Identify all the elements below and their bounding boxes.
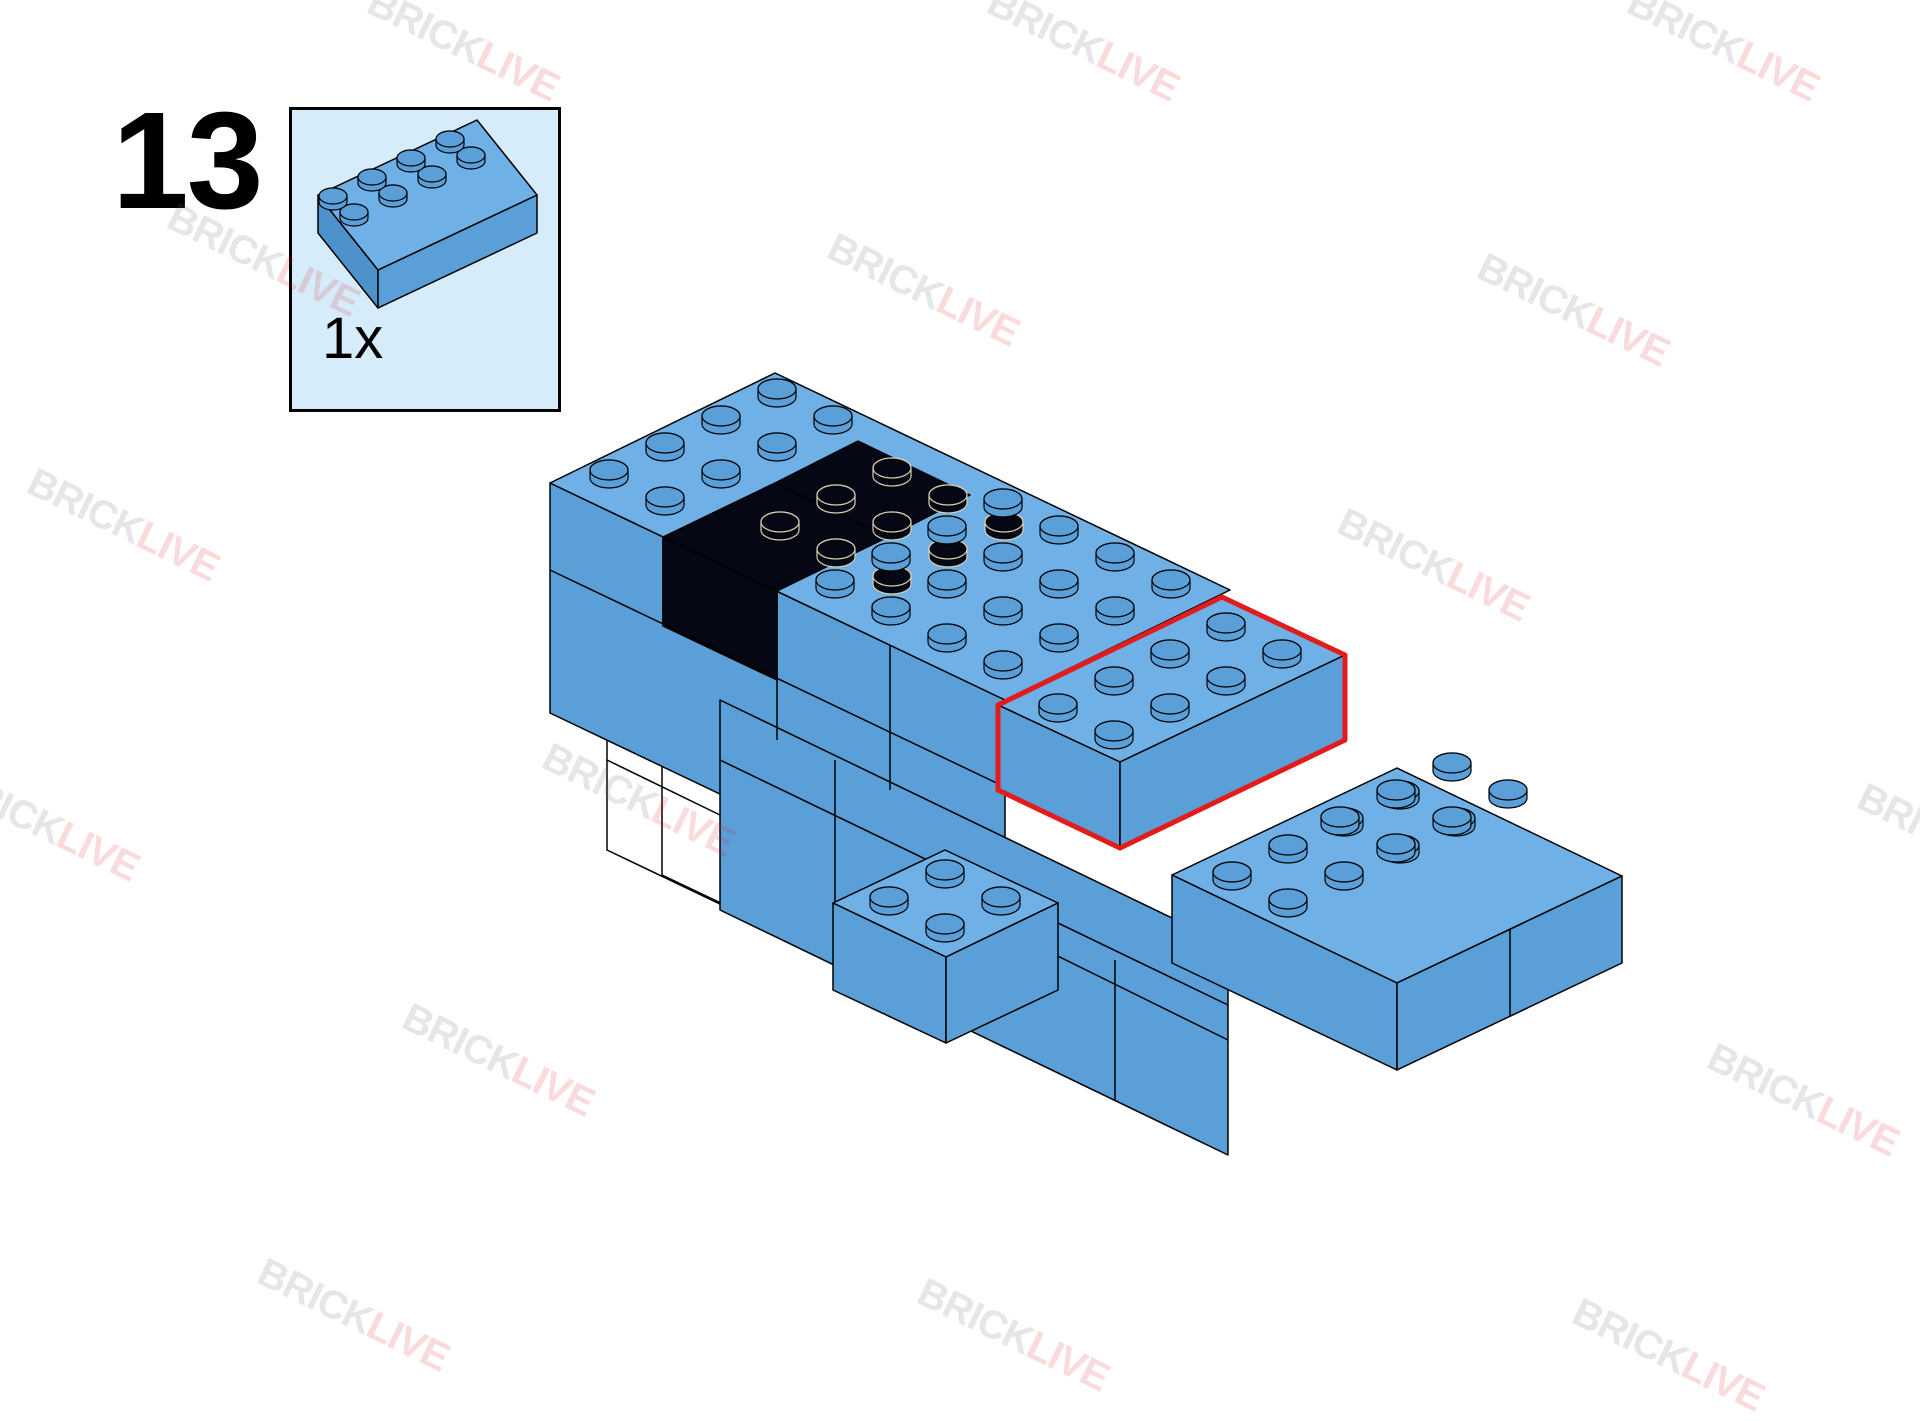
- stud: [816, 484, 856, 514]
- stud: [757, 378, 797, 408]
- stud: [927, 515, 967, 545]
- stud: [435, 130, 465, 154]
- stud: [1206, 612, 1246, 642]
- stud: [1376, 779, 1416, 809]
- stud: [1095, 596, 1135, 626]
- stud: [869, 886, 909, 916]
- stud: [757, 432, 797, 462]
- stud: [872, 565, 912, 595]
- stud: [378, 184, 408, 208]
- stud: [1150, 639, 1190, 669]
- stud: [1212, 861, 1252, 891]
- stud: [1150, 693, 1190, 723]
- stud: [645, 432, 685, 462]
- parts-callout: 1x: [289, 107, 561, 412]
- stud: [815, 569, 855, 599]
- stud: [981, 886, 1021, 916]
- part-2x4-brick-icon: [317, 119, 538, 309]
- stud: [983, 596, 1023, 626]
- small-brick-side: [945, 902, 1059, 1044]
- stud: [1432, 752, 1472, 782]
- stud: [872, 457, 912, 487]
- stud: [701, 405, 741, 435]
- stud: [927, 569, 967, 599]
- stud: [1038, 693, 1078, 723]
- stud: [1324, 861, 1364, 891]
- stud: [928, 484, 968, 514]
- stud: [1432, 806, 1472, 836]
- stud: [1262, 639, 1302, 669]
- stud: [1095, 542, 1135, 572]
- stud: [339, 203, 369, 227]
- stud: [816, 538, 856, 568]
- stud: [645, 486, 685, 516]
- stud: [1094, 720, 1134, 750]
- stud: [983, 488, 1023, 518]
- stud: [1039, 569, 1079, 599]
- stud: [983, 650, 1023, 680]
- stud: [871, 542, 911, 572]
- stud: [1151, 569, 1191, 599]
- stud: [871, 596, 911, 626]
- stud: [357, 168, 387, 192]
- stud: [925, 913, 965, 943]
- stud: [928, 538, 968, 568]
- stud: [1268, 888, 1308, 918]
- stud: [417, 165, 447, 189]
- stud: [927, 623, 967, 653]
- stud: [318, 187, 348, 211]
- stud: [1488, 779, 1528, 809]
- stud: [984, 511, 1024, 541]
- black-brick-top-2: [774, 440, 971, 538]
- stud: [1039, 623, 1079, 653]
- stud: [589, 459, 629, 489]
- model-assembly-diagram: [549, 372, 1623, 1156]
- stud: [760, 511, 800, 541]
- stud: [1268, 834, 1308, 864]
- stud: [456, 146, 486, 170]
- stud: [813, 405, 853, 435]
- stud: [983, 542, 1023, 572]
- stud: [701, 459, 741, 489]
- stud: [1039, 515, 1079, 545]
- stud: [1094, 666, 1134, 696]
- step-number: 13: [112, 84, 263, 238]
- new-brick-highlight: [995, 594, 1348, 851]
- stud: [396, 149, 426, 173]
- stud: [925, 859, 965, 889]
- stud: [1206, 666, 1246, 696]
- part-quantity: 1x: [322, 306, 384, 371]
- stud: [1320, 806, 1360, 836]
- stud: [872, 511, 912, 541]
- stud: [1376, 833, 1416, 863]
